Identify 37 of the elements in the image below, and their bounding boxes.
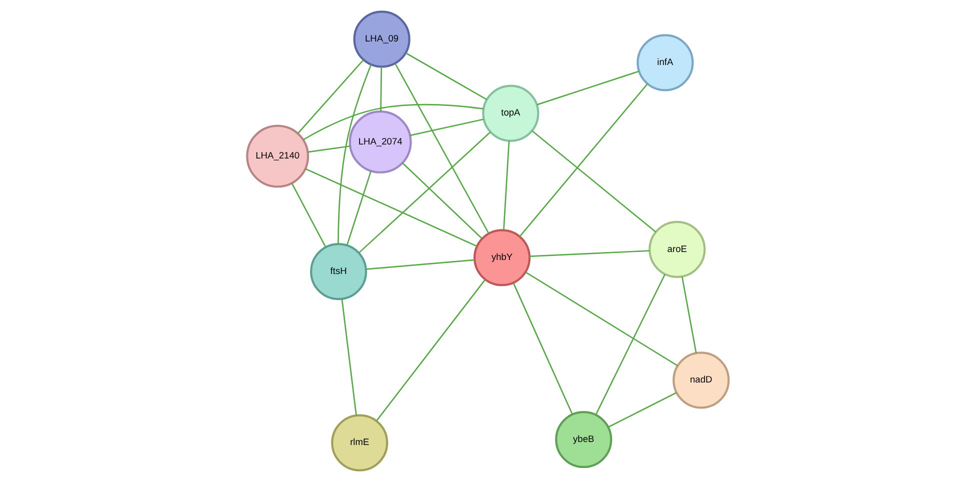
connector	[394, 63, 489, 234]
connector	[296, 60, 364, 134]
connector	[536, 70, 639, 106]
connector	[680, 276, 696, 354]
connector	[346, 170, 372, 246]
connector	[302, 104, 484, 140]
node-circle: LHA_2140	[246, 124, 309, 188]
node-circle: yhbY	[473, 229, 530, 286]
connector	[512, 282, 572, 414]
connector	[529, 250, 650, 258]
connector	[376, 279, 486, 422]
connector	[594, 274, 666, 415]
connector	[531, 130, 656, 233]
connector	[524, 272, 678, 366]
node-circle: aroE	[648, 220, 706, 278]
node-circle: LHA_2074	[348, 110, 412, 174]
connector	[337, 64, 372, 244]
connector	[340, 298, 356, 416]
connector	[366, 259, 474, 270]
node-circle: LHA_09	[352, 10, 410, 68]
connector	[502, 140, 510, 230]
connector	[358, 132, 490, 254]
connector	[409, 118, 484, 136]
connector	[290, 182, 326, 248]
node-circle: topA	[482, 84, 539, 142]
connector	[405, 52, 487, 100]
connector	[380, 66, 382, 112]
node-circle: ybeB	[554, 410, 612, 468]
connector	[607, 392, 676, 428]
node-circle: rlmE	[330, 414, 388, 472]
node-circle: infA	[636, 34, 694, 92]
connector	[304, 168, 477, 247]
connector	[307, 145, 350, 153]
connector	[518, 83, 648, 237]
node-circle: ftsH	[310, 243, 367, 300]
connector	[401, 162, 482, 239]
node-circle: nadD	[672, 352, 730, 409]
